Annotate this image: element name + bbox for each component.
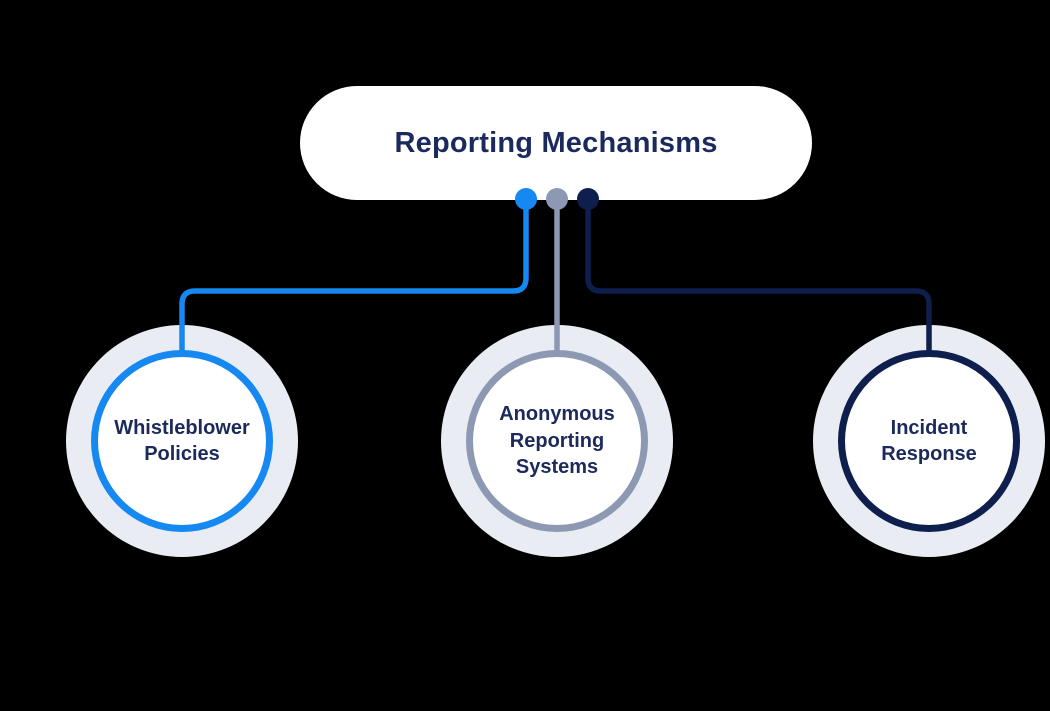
root-node-label: Reporting Mechanisms	[394, 126, 718, 159]
node-anonymous-reporting-systems-ring: Anonymous Reporting Systems	[466, 350, 648, 532]
node-incident-response: Incident Response	[813, 325, 1045, 557]
node-whistleblower-policies-label: Whistleblower Policies	[114, 416, 250, 465]
node-incident-response-label: Incident Response	[881, 416, 977, 465]
node-whistleblower-policies: Whistleblower Policies	[66, 325, 298, 557]
node-whistleblower-policies-ring: Whistleblower Policies	[91, 350, 273, 532]
node-anonymous-reporting-systems: Anonymous Reporting Systems	[441, 325, 673, 557]
node-incident-response-ring: Incident Response	[838, 350, 1020, 532]
connector-incident-response	[585, 199, 932, 353]
connector-whistleblower-policies	[179, 199, 529, 353]
root-node-reporting-mechanisms: Reporting Mechanisms	[300, 86, 812, 200]
node-anonymous-reporting-systems-label: Anonymous Reporting Systems	[499, 403, 615, 479]
